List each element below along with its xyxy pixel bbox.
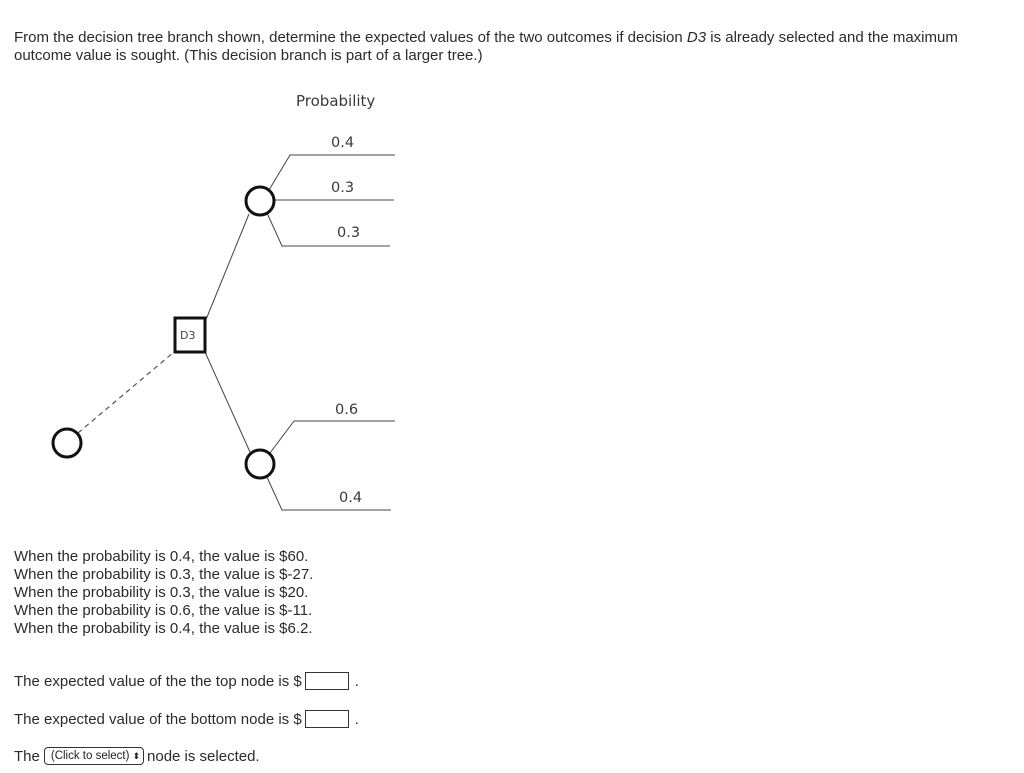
question-text: From the decision tree branch shown, det… — [14, 29, 994, 65]
top-chance-node-icon — [244, 185, 276, 217]
bottom-node-answer-label: The expected value of the bottom node is… — [14, 710, 302, 728]
outcome-line-bottom-1 — [269, 420, 395, 454]
node-select-label: (Click to select) — [50, 750, 130, 762]
selected-node-suffix: node is selected. — [147, 747, 260, 765]
branch-line-top — [204, 213, 250, 323]
probability-label-top-3: 0.3 — [337, 225, 361, 241]
bottom-node-answer-suffix: . — [354, 710, 359, 728]
value-line: When the probability is 0.6, the value i… — [14, 602, 313, 619]
selected-node-prefix: The — [14, 747, 40, 765]
value-line: When the probability is 0.4, the value i… — [14, 620, 313, 637]
branch-line-bottom — [204, 351, 251, 453]
previous-chance-node-icon — [51, 427, 83, 459]
outcome-line-top-1 — [268, 154, 395, 191]
top-node-answer-suffix: . — [354, 672, 359, 690]
probability-header: Probability — [296, 92, 376, 110]
decision-name: D3 — [686, 29, 707, 46]
bottom-chance-node-icon — [244, 448, 276, 480]
probability-label-top-1: 0.4 — [331, 135, 355, 151]
question-text-after: is already selected and the maximum outc… — [14, 29, 958, 64]
decision-node-label: D3 — [180, 329, 196, 342]
bottom-node-answer-row: The expected value of the bottom node is… — [14, 710, 359, 728]
top-node-answer-label: The expected value of the the top node i… — [14, 672, 302, 690]
probability-label-bottom-1: 0.6 — [335, 402, 359, 418]
probability-label-bottom-2: 0.4 — [339, 490, 363, 506]
node-select-dropdown[interactable]: (Click to select) ⬍ — [43, 747, 145, 765]
question-text-before: From the decision tree branch shown, det… — [14, 29, 687, 46]
value-line: When the probability is 0.3, the value i… — [14, 584, 309, 601]
outcome-line-bottom-2 — [265, 474, 391, 511]
top-node-expected-value-input[interactable] — [304, 672, 349, 690]
value-line: When the probability is 0.3, the value i… — [14, 566, 314, 583]
dashed-branch-line — [77, 351, 175, 434]
probability-label-top-2: 0.3 — [331, 180, 355, 196]
decision-node-icon — [173, 316, 207, 354]
values-list: When the probability is 0.4, the value i… — [14, 548, 313, 638]
decision-tree-lines — [51, 154, 395, 511]
selected-node-row: The (Click to select) ⬍ node is selected… — [14, 747, 260, 765]
top-node-answer-row: The expected value of the the top node i… — [14, 672, 359, 690]
decision-tree-diagram: Probability 0.4 0.3 0.3 0.6 0.4 D3 — [0, 80, 420, 530]
bottom-node-expected-value-input[interactable] — [304, 710, 349, 728]
updown-chevron-icon: ⬍ — [132, 751, 141, 761]
value-line: When the probability is 0.4, the value i… — [14, 548, 309, 565]
outcome-line-top-3 — [266, 212, 390, 247]
